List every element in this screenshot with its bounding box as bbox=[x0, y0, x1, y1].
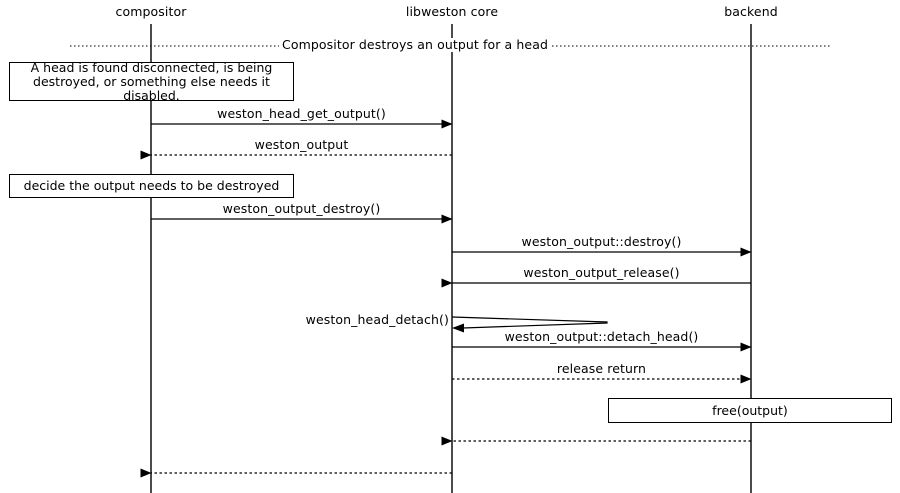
message-label-msg-weston-output-destroy: weston_output_destroy() bbox=[222, 201, 381, 216]
note-head-disconnected-text: A head is found disconnected, is being d… bbox=[30, 59, 273, 103]
message-label-msg-weston-output-destroy-vfunc: weston_output::destroy() bbox=[521, 234, 682, 249]
message-label-msg-release-return: release return bbox=[556, 361, 647, 376]
note-free-output: free(output) bbox=[608, 398, 892, 423]
message-label-msg-weston-head-detach: weston_head_detach() bbox=[305, 312, 449, 327]
message-label-msg-weston-output-detach-head: weston_output::detach_head() bbox=[504, 329, 699, 344]
divider-label: Compositor destroys an output for a head bbox=[279, 38, 551, 52]
arrowhead-msg-weston-head-detach bbox=[452, 323, 464, 333]
message-arrow-msg-weston-head-detach bbox=[451, 316, 608, 329]
message-label-msg-weston-output-return: weston_output bbox=[254, 137, 349, 152]
note-decide-destroy-text: decide the output needs to be destroyed bbox=[23, 178, 280, 193]
actor-label-compositor: compositor bbox=[115, 4, 187, 19]
messages-group bbox=[140, 119, 752, 478]
actor-label-backend: backend bbox=[724, 4, 778, 19]
actor-label-libweston-core: libweston core bbox=[405, 4, 499, 19]
message-label-msg-weston-output-release: weston_output_release() bbox=[523, 265, 680, 280]
note-decide-destroy: decide the output needs to be destroyed bbox=[9, 174, 294, 198]
note-free-output-text: free(output) bbox=[712, 402, 788, 418]
message-label-msg-weston-head-get-output: weston_head_get_output() bbox=[217, 106, 386, 121]
note-head-disconnected: A head is found disconnected, is being d… bbox=[9, 59, 294, 103]
